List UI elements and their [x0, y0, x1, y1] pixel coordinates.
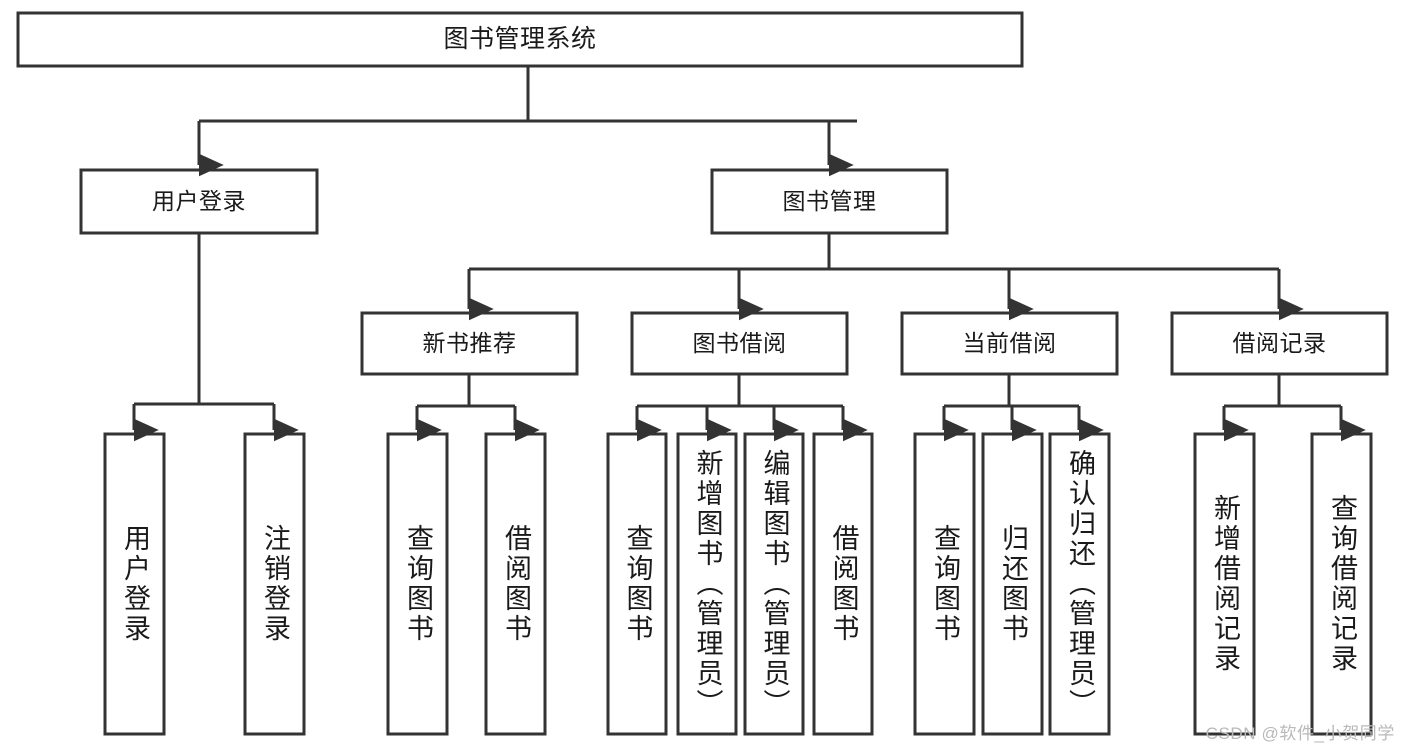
boxes-layer — [16, 11, 1389, 736]
box-user-login[interactable] — [79, 168, 319, 235]
leaf-box-1[interactable] — [243, 432, 306, 736]
leaf-box-3[interactable] — [484, 432, 547, 736]
leaf-box-12[interactable] — [1310, 432, 1373, 736]
csdn-watermark: CSDN @软件_小贺同学 — [1205, 724, 1395, 743]
box-new-book-recommend[interactable] — [360, 311, 579, 376]
leaf-box-9[interactable] — [981, 432, 1044, 736]
edges-layer — [132, 66, 1366, 442]
box-root[interactable] — [16, 11, 1024, 68]
leaf-box-7[interactable] — [812, 432, 874, 736]
box-book-management[interactable] — [710, 168, 949, 235]
leaf-box-5[interactable] — [676, 432, 738, 736]
leaf-box-10[interactable] — [1048, 432, 1111, 736]
leaf-box-11[interactable] — [1193, 432, 1256, 736]
leaf-box-4[interactable] — [606, 432, 668, 736]
box-borrow-record[interactable] — [1170, 311, 1389, 376]
leaf-box-6[interactable] — [743, 432, 805, 736]
leaf-box-0[interactable] — [103, 432, 166, 736]
box-book-borrow[interactable] — [630, 311, 849, 376]
box-current-borrow[interactable] — [900, 311, 1119, 376]
leaf-box-2[interactable] — [386, 432, 449, 736]
leaf-box-8[interactable] — [913, 432, 976, 736]
